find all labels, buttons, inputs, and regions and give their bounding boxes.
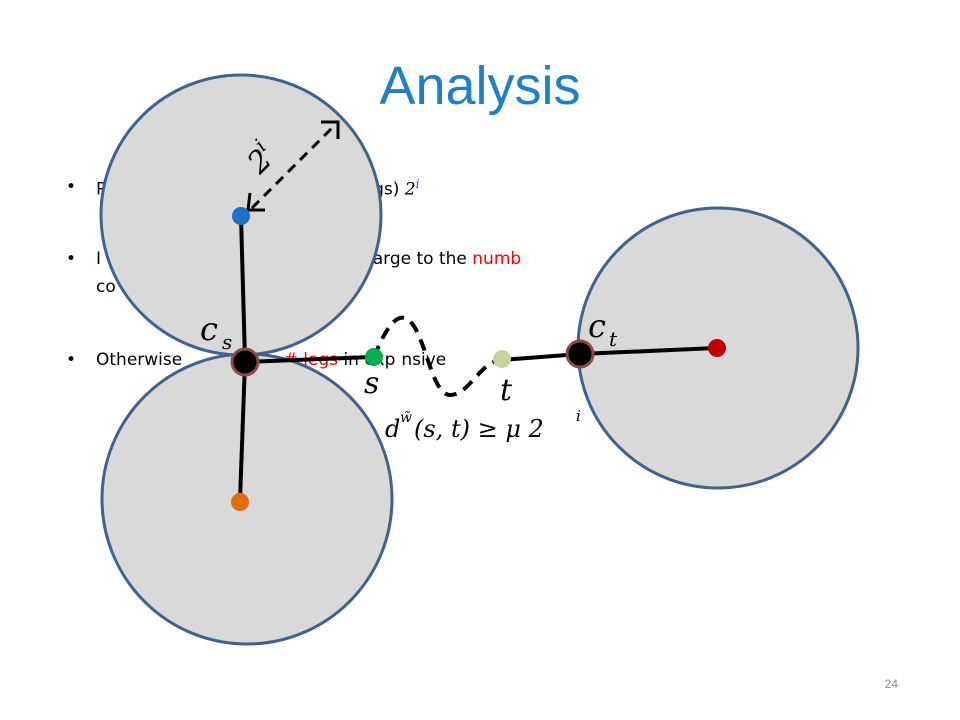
radius-arrowhead-start [246, 192, 265, 212]
cs-label: c [200, 310, 218, 348]
distance-label: d w̃ (s, t) ≥ μ 2 i [385, 407, 581, 443]
leg-ct-red [579, 346, 717, 356]
leg-bottom-center [238, 361, 247, 501]
cs-center-point [230, 347, 260, 377]
distance-label-exp: i [576, 407, 581, 425]
bullet-1-base: 2 [404, 179, 416, 200]
distance-label-d: d [385, 415, 400, 443]
bullet-2-red: numb [472, 249, 522, 269]
slide-title: Analysis [379, 56, 581, 116]
ct-center-point [565, 339, 595, 369]
s-point [365, 348, 383, 366]
t-point [493, 350, 511, 368]
bullet-3-prefix: Otherwise [96, 350, 183, 370]
radius-arrowhead-end [321, 120, 340, 139]
blue-point [232, 207, 250, 225]
bullet-dot: • [66, 249, 77, 269]
bullet-2-prefix: I [96, 249, 102, 269]
radius-arrow-line [250, 122, 338, 210]
bullet-2-line2: co [96, 277, 116, 297]
bullet-1-exp: i [415, 177, 420, 191]
t-label: t [500, 373, 513, 408]
orange-point [231, 493, 249, 511]
path-s-t [372, 315, 504, 398]
bullet-3-end: nsive [401, 350, 447, 370]
ct-label-sub: t [609, 327, 618, 351]
distance-label-args: (s, t) ≥ μ 2 [414, 415, 544, 443]
bullet-dot: • [66, 350, 77, 370]
leg-cs-s [244, 355, 373, 364]
cs-label-sub: s [222, 330, 232, 354]
s-label: s [364, 366, 379, 401]
page-number: 24 [884, 677, 898, 691]
ct-label: c [588, 307, 606, 345]
leg-top-center [239, 216, 247, 361]
red-point [708, 339, 726, 357]
distance-label-sup: w̃ [400, 410, 412, 426]
bullet-dot: • [66, 177, 77, 197]
